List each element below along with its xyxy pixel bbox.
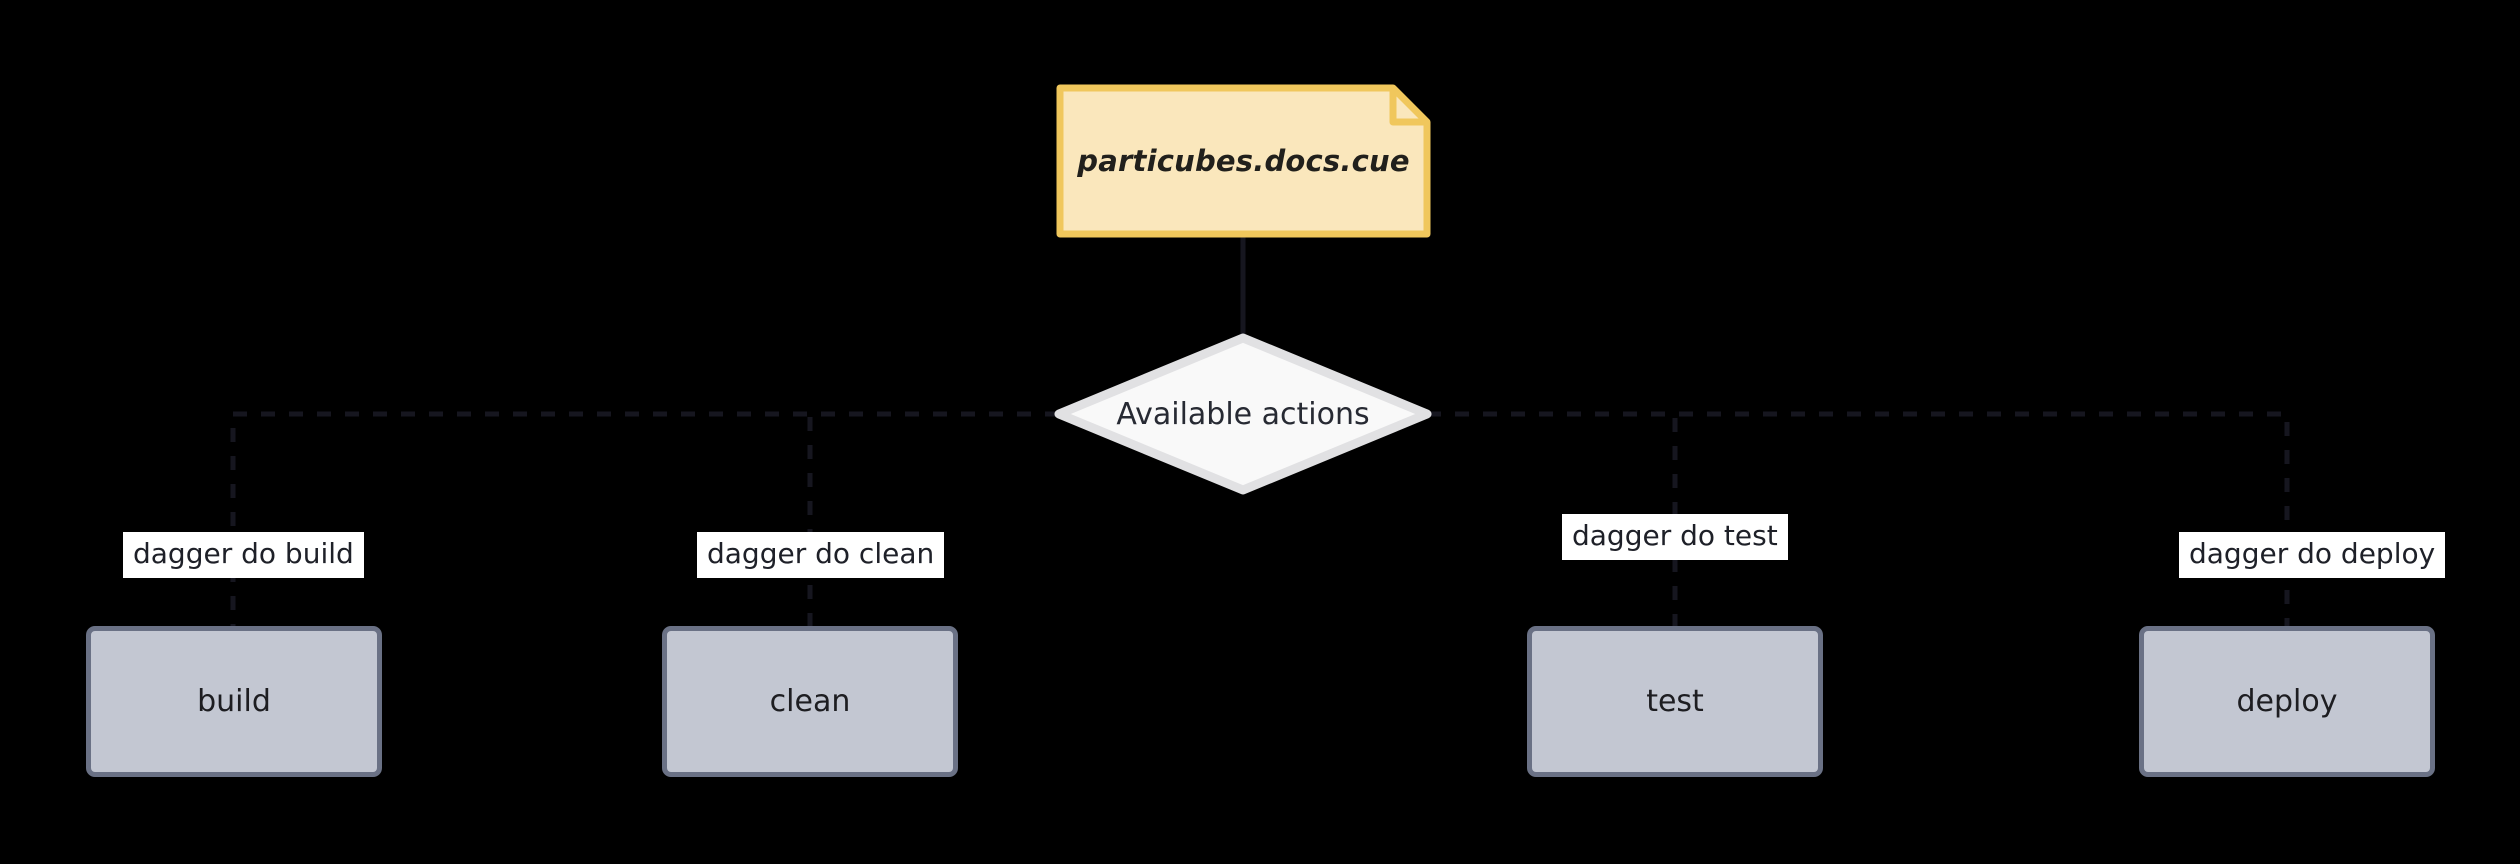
- action-node-build[interactable]: build: [86, 626, 382, 777]
- note-shape: [1056, 84, 1431, 238]
- edge-decision-to-clean: [807, 411, 1059, 626]
- action-node-clean[interactable]: clean: [662, 626, 958, 777]
- edge-decision-to-deploy: [1427, 411, 2290, 626]
- edge-label-dagger-do-clean: dagger do clean: [697, 532, 945, 578]
- decision-node-label: Available actions: [1116, 396, 1370, 432]
- note-node-label: particubes.docs.cue: [1077, 144, 1410, 178]
- edge-label-dagger-do-deploy: dagger do deploy: [2179, 532, 2446, 578]
- action-node-label: clean: [769, 684, 851, 719]
- action-node-deploy[interactable]: deploy: [2139, 626, 2435, 777]
- action-node-label: test: [1646, 684, 1704, 719]
- note-node-particubes-docs-cue[interactable]: particubes.docs.cue: [1060, 88, 1427, 234]
- edge-decision-to-build: [230, 411, 1059, 626]
- action-node-label: build: [197, 684, 271, 719]
- action-node-test[interactable]: test: [1527, 626, 1823, 777]
- edge-label-dagger-do-build: dagger do build: [123, 532, 364, 578]
- decision-node-available-actions[interactable]: Available actions: [1059, 338, 1427, 490]
- edge-label-dagger-do-test: dagger do test: [1562, 514, 1788, 560]
- decision-shape: [1054, 333, 1432, 495]
- action-node-label: deploy: [2236, 684, 2338, 719]
